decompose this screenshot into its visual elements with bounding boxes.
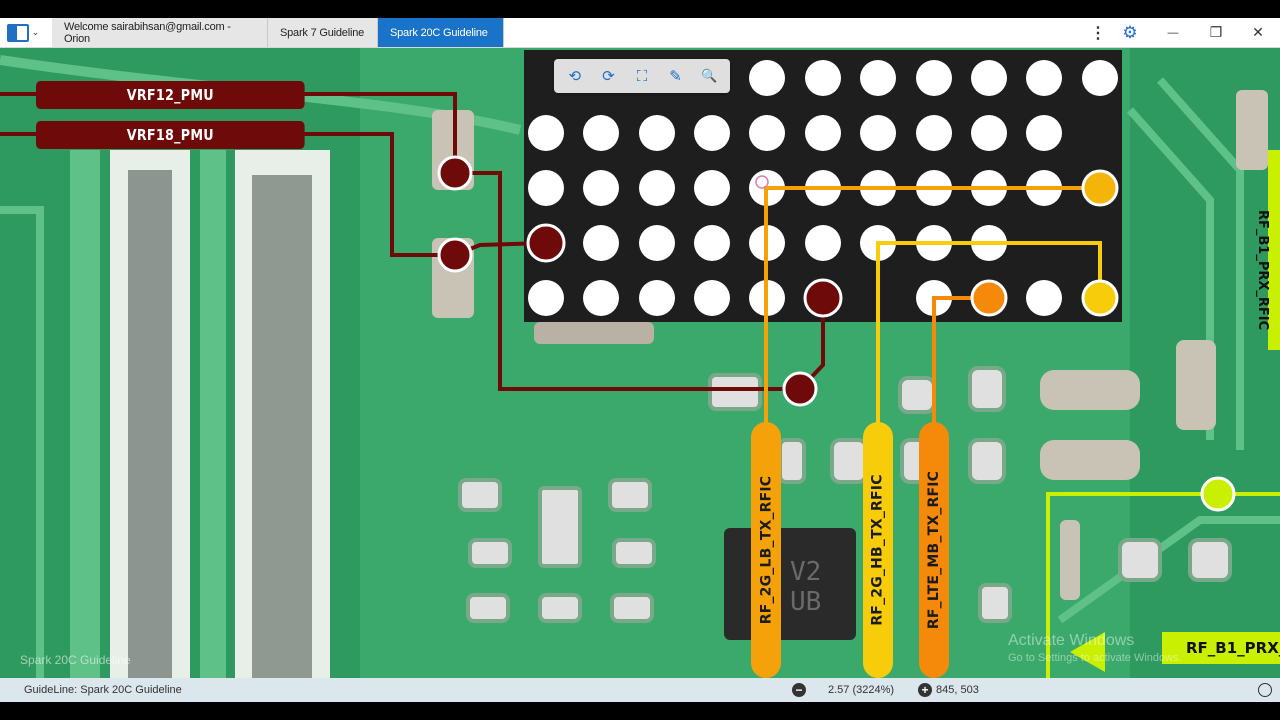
signal-label-rf-lte-mb-tx[interactable]: RF_LTE_MB_TX_RFIC (919, 422, 949, 678)
cursor-coordinates: 845, 503 (936, 684, 979, 696)
guideline-status: GuideLine: Spark 20C Guideline (24, 684, 182, 696)
measure-icon[interactable]: ✎ (669, 68, 682, 85)
signal-name: VRF18_PMU (126, 126, 214, 144)
fit-screen-icon[interactable]: ⛶ (636, 67, 648, 85)
signal-label-rf-b1-prx-right[interactable]: RF_B1_PRX_RFIC (1255, 150, 1280, 350)
tab-label: Spark 20C Guideline (390, 26, 488, 39)
tab-label: Spark 7 Guideline (280, 26, 365, 39)
signal-name: RF_B1_PRX_RFIC (1255, 210, 1270, 330)
signal-label-rf-b1-prx[interactable]: RF_B1_PRX_ (1162, 632, 1280, 664)
svg-text:UB: UB (790, 587, 821, 617)
globe-icon[interactable] (1258, 683, 1272, 697)
activate-windows-notice: Activate Windows Go to Settings to activ… (1008, 632, 1182, 664)
letterbox-bottom (0, 702, 1280, 720)
view-toolbar: ⟲ ⟳ ⛶ ✎ 🔍 (554, 59, 730, 93)
close-button[interactable]: ✕ (1252, 24, 1264, 40)
signal-name: RF_2G_HB_TX_RFIC (870, 474, 886, 626)
svg-text:V2: V2 (790, 557, 821, 587)
search-icon[interactable]: 🔍 (701, 68, 718, 83)
zoom-out-button[interactable]: − (792, 683, 806, 697)
tab-spark-20c-guideline[interactable]: Spark 20C Guideline (378, 18, 504, 47)
signal-name: RF_B1_PRX_ (1186, 639, 1280, 657)
tab-label: Welcome sairabihsan@gmail.com - Orion (64, 20, 231, 45)
zoom-level: 2.57 (3224%) (828, 684, 895, 696)
tab-strip: Welcome sairabihsan@gmail.com - Orion Sp… (52, 18, 504, 47)
signal-name: VRF12_PMU (126, 86, 214, 104)
letterbox-top (0, 0, 1280, 18)
app-logo-icon (6, 23, 29, 42)
signal-label-rf-2g-lb-tx[interactable]: RF_2G_LB_TX_RFIC (751, 422, 781, 678)
board-viewport[interactable]: V2 UB ⟲ ⟳ (0, 48, 1280, 678)
zoom-controls: − 2.57 (3224%) + (792, 678, 933, 702)
signal-label-vrf12-pmu[interactable]: VRF12_PMU (36, 81, 305, 109)
zoom-in-button[interactable]: + (918, 683, 933, 697)
activate-subtitle: Go to Settings to activate Windows. (1008, 652, 1182, 664)
pcb-board-image: V2 UB (0, 48, 1280, 678)
signal-name: RF_LTE_MB_TX_RFIC (926, 470, 943, 630)
chevron-down-icon: ⌄ (31, 27, 40, 37)
status-bar: GuideLine: Spark 20C Guideline − 2.57 (3… (0, 678, 1280, 702)
rotate-right-icon[interactable]: ⟳ (602, 68, 615, 85)
window-controls: ⋮ ⚙ — ❐ ✕ (1086, 18, 1280, 47)
title-bar: ⌄ Welcome sairabihsan@gmail.com - Orion … (0, 18, 1280, 48)
minimize-button[interactable]: — (1167, 26, 1179, 39)
tab-spark-7-guideline[interactable]: Spark 7 Guideline (268, 18, 378, 47)
rotate-left-icon[interactable]: ⟲ (568, 68, 582, 85)
activate-title: Activate Windows (1008, 632, 1135, 649)
gear-icon[interactable]: ⚙ (1122, 22, 1138, 42)
restore-button[interactable]: ❐ (1209, 24, 1223, 40)
signal-name: RF_2G_LB_TX_RFIC (758, 475, 775, 625)
more-options-button[interactable]: ⋮ (1090, 24, 1106, 42)
tab-welcome[interactable]: Welcome sairabihsan@gmail.com - Orion (52, 18, 268, 47)
signal-label-vrf18-pmu[interactable]: VRF18_PMU (36, 121, 305, 149)
guideline-watermark: Spark 20C Guideline (20, 653, 131, 667)
signal-label-rf-2g-hb-tx[interactable]: RF_2G_HB_TX_RFIC (863, 422, 893, 678)
app-menu-button[interactable]: ⌄ (0, 18, 46, 47)
